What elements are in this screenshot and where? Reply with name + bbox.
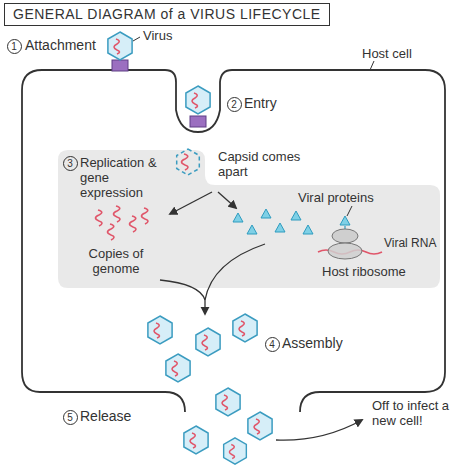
process-arrow (276, 420, 362, 440)
callout-number: 3 (63, 156, 78, 171)
step-label: Entry (244, 96, 277, 111)
note-label: Off to infect a new cell! (372, 398, 460, 428)
part-label: Viral proteins (298, 190, 374, 205)
callout-number: 1 (7, 39, 22, 54)
step-label: Assembly (282, 336, 343, 351)
virus-particle (233, 314, 257, 342)
process-arrow (204, 300, 205, 314)
virus-particle (148, 316, 172, 344)
step-label: Release (80, 409, 131, 424)
leader-line (133, 37, 140, 41)
part-label: Host ribosome (322, 264, 406, 279)
step-label: Attachment (25, 38, 96, 53)
leader-line (370, 61, 374, 70)
virus-particle (108, 32, 132, 60)
part-label: Viral RNA (384, 236, 436, 251)
virus-particle (224, 438, 247, 464)
virus-particle (166, 354, 190, 382)
cell-membrane: Viral proteinsCopies of genome Viral RNA H… (18, 62, 450, 414)
cytoplasm-band: Viral proteinsCopies of genome Viral RNA H… (58, 150, 440, 288)
virus-particle (248, 412, 272, 440)
virus-particle (196, 328, 220, 356)
virus-particle (184, 426, 208, 454)
callout-number: 4 (265, 337, 280, 352)
receptor (190, 116, 206, 127)
part-label: Copies of genome (78, 246, 154, 276)
part-label: Virus (143, 28, 172, 43)
note-label: Capsid comes apart (218, 149, 310, 179)
virus-particle (186, 86, 210, 114)
virus-particle (216, 388, 240, 416)
callout-number: 5 (63, 410, 78, 425)
cytoplasm-band-shape (58, 150, 440, 288)
callout-number: 2 (227, 97, 242, 112)
diagram-title: GENERAL DIAGRAM of a VIRUS LIFECYCLE (4, 3, 330, 26)
cell-membrane-shape (22, 70, 445, 412)
step-label: Replication & gene expression (80, 155, 164, 200)
cell-label: Host cell (362, 46, 412, 61)
